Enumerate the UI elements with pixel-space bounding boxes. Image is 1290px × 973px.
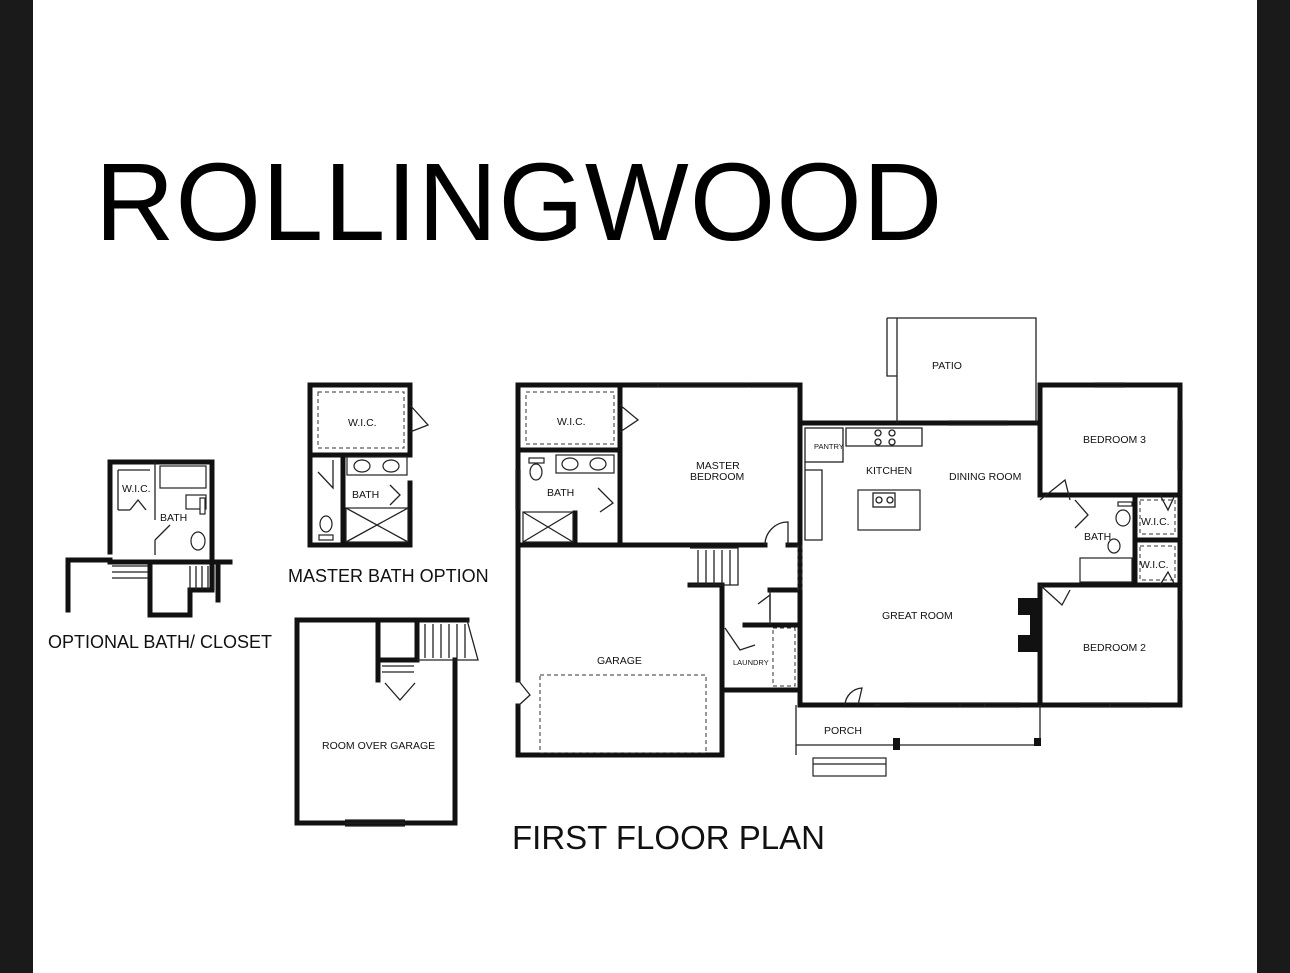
bedroom-3-label: BEDROOM 3 bbox=[1083, 434, 1146, 446]
master-bath-label: BATH bbox=[547, 487, 574, 499]
garage-label: GARAGE bbox=[597, 655, 642, 667]
master-bath-option-plan: W.I.C. BATH bbox=[307, 382, 430, 548]
room-over-garage-label: ROOM OVER GARAGE bbox=[322, 740, 435, 752]
master-wic-label: W.I.C. bbox=[557, 416, 586, 428]
left-edge-bar bbox=[0, 0, 33, 973]
bedroom-2-label: BEDROOM 2 bbox=[1083, 642, 1146, 654]
master-bedroom-label-line2: BEDROOM bbox=[690, 471, 744, 483]
floor-plan-sheet bbox=[33, 0, 1257, 973]
master-bedroom-label-line1: MASTER bbox=[696, 460, 740, 472]
dining-room-label: DINING ROOM bbox=[949, 471, 1021, 483]
master-bath-option-caption: MASTER BATH OPTION bbox=[288, 566, 489, 586]
laundry-label: LAUNDRY bbox=[733, 658, 769, 667]
great-room-label: GREAT ROOM bbox=[882, 610, 953, 622]
optional-wic-label: W.I.C. bbox=[122, 483, 151, 495]
first-floor-plan-caption: FIRST FLOOR PLAN bbox=[512, 819, 825, 856]
hall-bath-label: BATH bbox=[1084, 531, 1111, 543]
optional-bath-label: BATH bbox=[160, 512, 187, 524]
patio-label: PATIO bbox=[932, 360, 962, 372]
bed3-wic-label: W.I.C. bbox=[1141, 516, 1170, 528]
room-over-garage-plan: ROOM OVER GARAGE bbox=[294, 617, 479, 827]
plan-title: ROLLINGWOOD bbox=[95, 141, 944, 264]
right-edge-bar bbox=[1257, 0, 1290, 973]
first-floor-main-plan: PATIO BEDROOM 3 BEDROOM 2 W.I.C. W.I.C. … bbox=[515, 317, 1183, 777]
bed2-wic-label: W.I.C. bbox=[1140, 559, 1169, 571]
optional-bath-closet-plan: W.I.C. BATH bbox=[65, 459, 233, 618]
option-bath-label: BATH bbox=[352, 489, 379, 501]
option-wic-label: W.I.C. bbox=[348, 417, 377, 429]
optional-bath-closet-caption: OPTIONAL BATH/ CLOSET bbox=[48, 632, 273, 652]
kitchen-label: KITCHEN bbox=[866, 465, 912, 477]
pantry-label: PANTRY bbox=[814, 442, 844, 451]
porch-label: PORCH bbox=[824, 725, 862, 737]
